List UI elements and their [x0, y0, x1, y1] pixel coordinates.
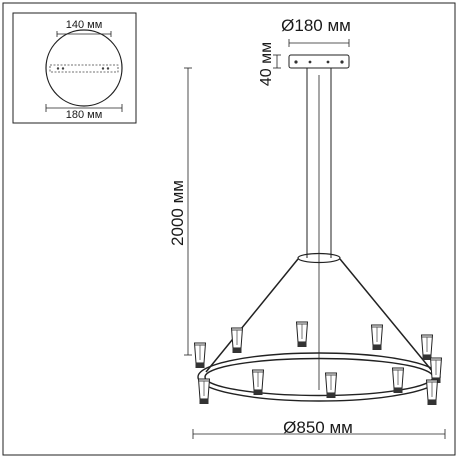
crystal-shade: [429, 357, 443, 383]
crystal-shade: [230, 327, 244, 353]
crystal-shade: [370, 324, 384, 350]
suspension-rods: [306, 68, 332, 390]
crystal-shade: [295, 321, 309, 347]
support-cables: [205, 258, 434, 373]
canopy-inset: 140 мм 180 мм: [12, 12, 137, 124]
canopy-diameter-label: Ø180 мм: [281, 16, 351, 35]
crystal-shade: [425, 379, 439, 405]
suspension-length-label: 2000 мм: [168, 180, 187, 246]
canopy-body: [288, 54, 350, 69]
inset-bottom-dim-label: 180 мм: [66, 109, 103, 121]
canopy: [288, 54, 350, 69]
crystal-shade: [197, 378, 211, 404]
central-hub: [297, 252, 341, 264]
crystal-shade: [420, 334, 434, 360]
canopy-circle: [45, 29, 123, 107]
canopy-height-label: 40 мм: [258, 42, 275, 86]
inset-top-dim-label: 140 мм: [66, 19, 103, 31]
crystal-shade: [193, 342, 207, 368]
mounting-screws: [56, 67, 110, 70]
crystal-shade: [324, 372, 338, 398]
mounting-plate: [49, 64, 119, 73]
ring-diameter-label: Ø850 мм: [283, 418, 353, 437]
inset-frame: [12, 12, 137, 124]
crystal-shade: [391, 367, 405, 393]
crystal-shades: [193, 321, 443, 405]
crystal-shade: [251, 369, 265, 395]
